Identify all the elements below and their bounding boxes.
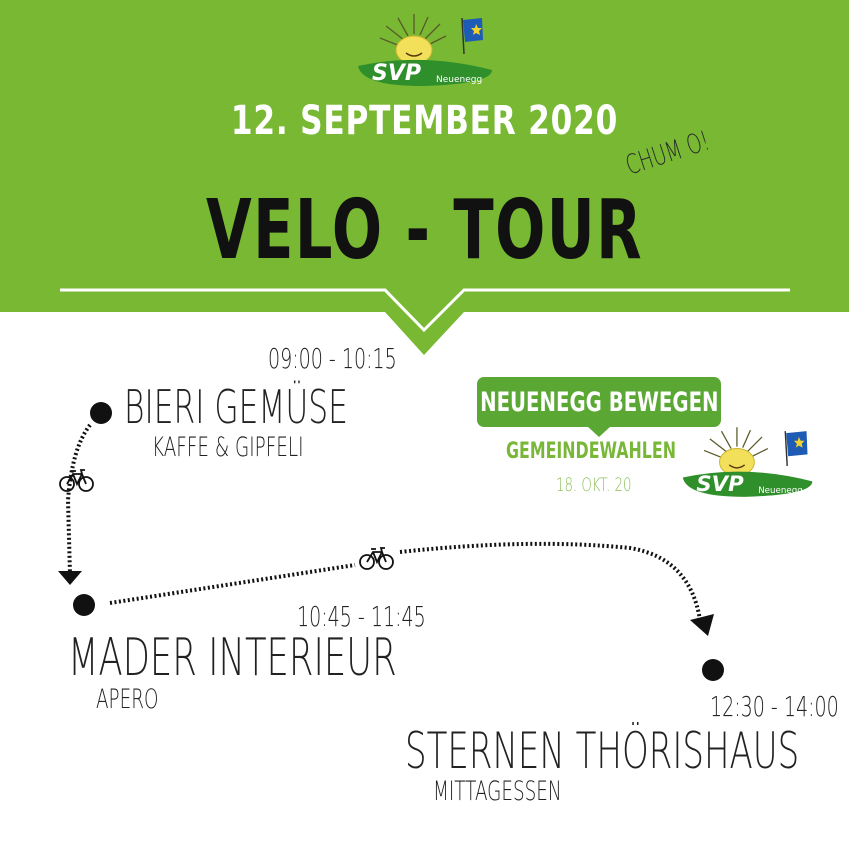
sun-icon xyxy=(703,427,769,477)
campaign-badge: NEUENEGG BEWEGEN xyxy=(477,377,721,427)
logo-svp-text: SVP xyxy=(372,61,421,86)
logo-place-text: Neuenegg xyxy=(758,486,803,496)
stop-name: STERNEN THÖRISHAUS xyxy=(405,722,800,780)
stop-dot xyxy=(73,594,95,616)
flag-icon xyxy=(461,17,483,55)
stop-time: 10:45 - 11:45 xyxy=(297,600,426,633)
bicycle-icon xyxy=(359,547,394,570)
stop-dot xyxy=(702,659,724,681)
stop-time: 12:30 - 14:00 xyxy=(710,690,839,723)
arrow-head xyxy=(58,571,82,585)
page-title: VELO - TOUR xyxy=(205,183,644,278)
stop-time: 09:00 - 10:15 xyxy=(268,342,397,375)
campaign-headline: NEUENEGG BEWEGEN xyxy=(479,386,719,418)
stop-name: MADER INTERIEUR xyxy=(68,628,397,688)
logo-place-text: Neuenegg xyxy=(436,75,482,85)
sun-icon xyxy=(379,14,447,65)
stop-name: BIERI GEMÜSE xyxy=(124,380,348,434)
campaign-badge-tail xyxy=(587,426,611,437)
logo-svp-text: SVP xyxy=(696,472,744,497)
stop-detail: MITTAGESSEN xyxy=(433,776,562,807)
svp-logo-campaign: SVP Neuenegg xyxy=(682,427,813,497)
bicycle-icon xyxy=(59,469,94,492)
stop-dot xyxy=(90,402,112,424)
stop-detail: KAFFE & GIPFELI xyxy=(152,432,304,463)
campaign-subline: GEMEINDEWAHLEN xyxy=(506,439,676,464)
campaign-date: 18. OKT. 20 xyxy=(556,474,632,496)
stop-detail: APERO xyxy=(96,684,159,715)
flag-icon xyxy=(784,431,808,466)
svp-logo-top: SVP Neuenegg xyxy=(358,14,492,86)
event-date: 12. SEPTEMBER 2020 xyxy=(230,98,619,144)
arrow-head xyxy=(690,614,714,636)
